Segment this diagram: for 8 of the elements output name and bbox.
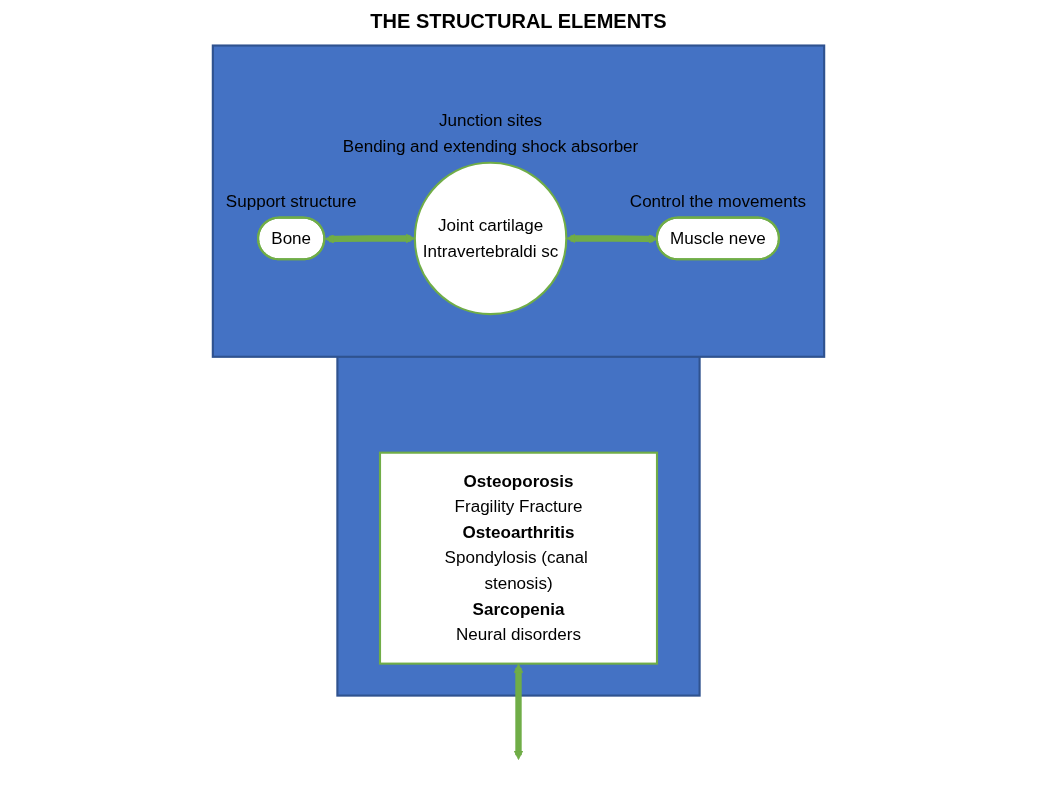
- arrow: [513, 663, 524, 760]
- node-caption: Support structure: [225, 192, 357, 211]
- node-caption: Bending and extending shock absorber: [342, 137, 639, 157]
- node-box: Osteoporosis Fragility Fracture Osteoarthritis Spondylosis (canal stenosis) Sarcopenia Neural disorders: [378, 451, 659, 665]
- node-caption: Control the movements: [629, 192, 806, 211]
- diagram-title: THE STRUCTURAL ELEMENTS: [370, 10, 667, 33]
- node-circle: Joint cartilage Intravertebraldi sc: [413, 161, 568, 316]
- node-caption: Junction sites: [438, 111, 543, 131]
